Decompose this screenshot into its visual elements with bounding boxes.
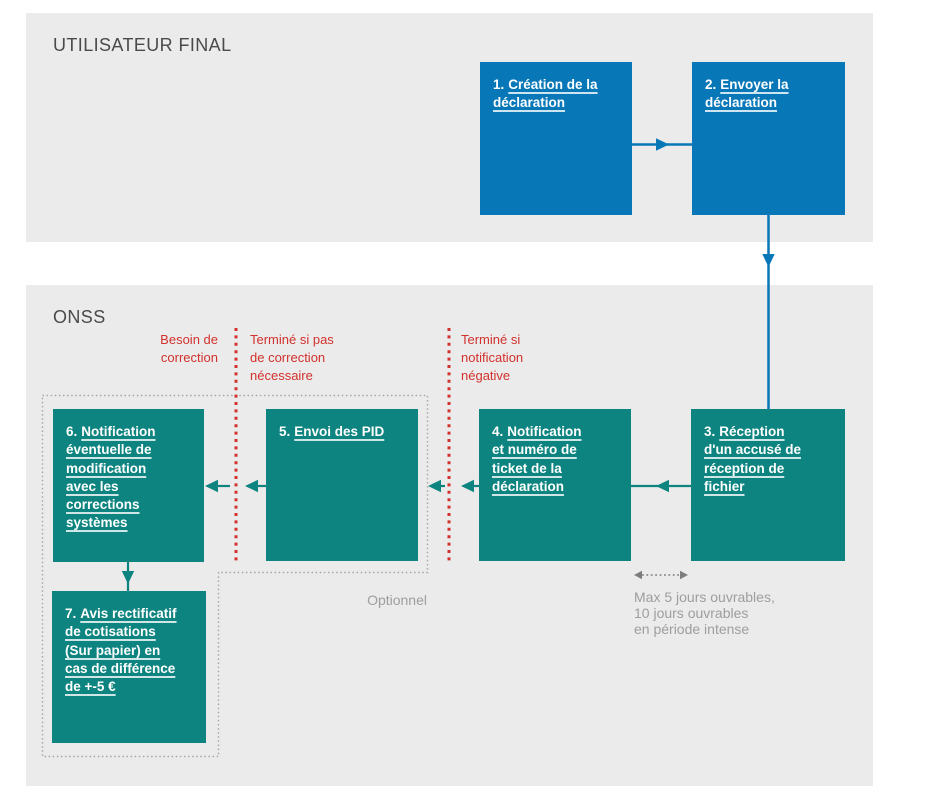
step-6-link[interactable]: Notification éventuelle de modification … — [66, 424, 156, 531]
step-2-link[interactable]: Envoyer la déclaration — [705, 77, 789, 111]
label-termine-notification-negative: Terminé si notification négative — [461, 332, 524, 383]
step-3-link[interactable]: Réception d'un accusé de réception de fi… — [704, 424, 801, 494]
step-4-link[interactable]: Notification et numéro de ticket de la d… — [492, 424, 582, 494]
step-5-box[interactable]: 5.Envoi des PID — [266, 409, 418, 561]
label-termine-pas-correction: Terminé si pas de correction nécessaire — [250, 332, 334, 383]
step-3-number: 3. — [704, 424, 716, 439]
step-2-box[interactable]: 2.Envoyer la déclaration — [692, 62, 845, 215]
step-1-box[interactable]: 1.Création de la déclaration — [480, 62, 632, 215]
lane-utilisateur-final-label: UTILISATEUR FINAL — [53, 35, 232, 55]
label-optionnel: Optionnel — [367, 592, 427, 608]
step-4-box[interactable]: 4.Notification et numéro de ticket de la… — [479, 409, 631, 561]
step-3-box[interactable]: 3.Réception d'un accusé de réception de … — [691, 409, 845, 561]
step-2-number: 2. — [705, 77, 717, 92]
step-5-number: 5. — [279, 424, 291, 439]
step-7-number: 7. — [65, 606, 77, 621]
label-delai-max: Max 5 jours ouvrables, 10 jours ouvrable… — [634, 589, 775, 637]
step-5-link[interactable]: Envoi des PID — [294, 424, 385, 439]
step-6-number: 6. — [66, 424, 78, 439]
lane-onss-label: ONSS — [53, 307, 106, 327]
step-1-link[interactable]: Création de la déclaration — [493, 77, 598, 111]
step-1-number: 1. — [493, 77, 505, 92]
label-besoin-correction: Besoin de correction — [160, 332, 218, 365]
step-6-box[interactable]: 6.Notification éventuelle de modificatio… — [53, 409, 204, 562]
step-7-link[interactable]: Avis rectificatif de cotisations (Sur pa… — [65, 606, 177, 695]
step-4-number: 4. — [492, 424, 504, 439]
step-7-box[interactable]: 7.Avis rectificatif de cotisations (Sur … — [52, 591, 206, 743]
